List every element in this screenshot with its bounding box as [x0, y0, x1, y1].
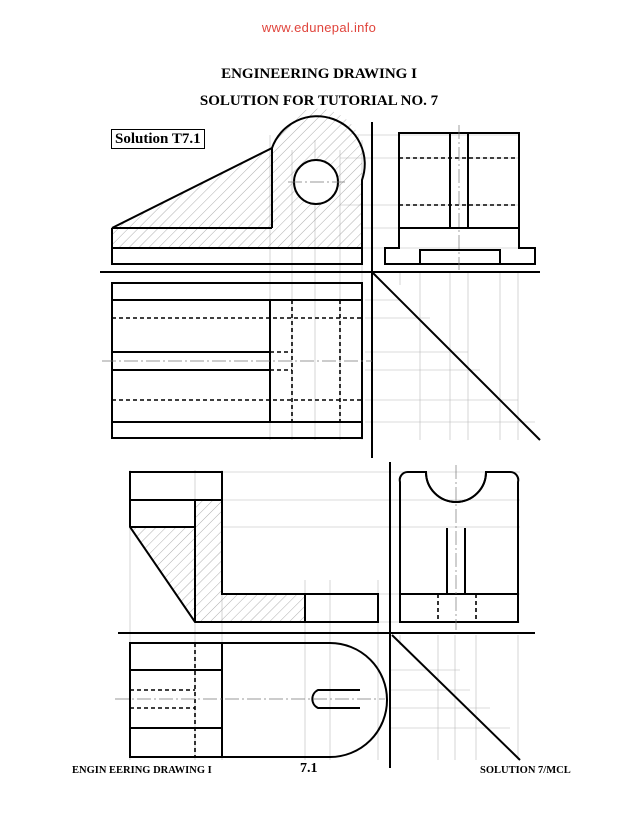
top-view-2	[115, 642, 388, 758]
miter-line-2	[391, 634, 521, 761]
watermark[interactable]: www.edunepal.info	[261, 20, 377, 35]
footer-right: SOLUTION 7/MCL	[480, 765, 571, 776]
side-view-1	[384, 125, 536, 270]
footer-left: ENGIN EERING DRAWING I	[72, 765, 212, 776]
front-view-2	[129, 471, 379, 623]
side-view-2	[398, 465, 520, 630]
figure-label: Solution T7.1	[111, 129, 205, 149]
document-title: ENGINEERING DRAWING I	[221, 66, 417, 82]
page-number: 7.1	[300, 761, 318, 776]
document-subtitle: SOLUTION FOR TUTORIAL NO. 7	[199, 93, 439, 109]
construction-lines-2	[129, 470, 520, 760]
miter-line-1	[371, 271, 541, 441]
front-view-1	[111, 108, 366, 265]
top-view-1	[102, 282, 372, 439]
